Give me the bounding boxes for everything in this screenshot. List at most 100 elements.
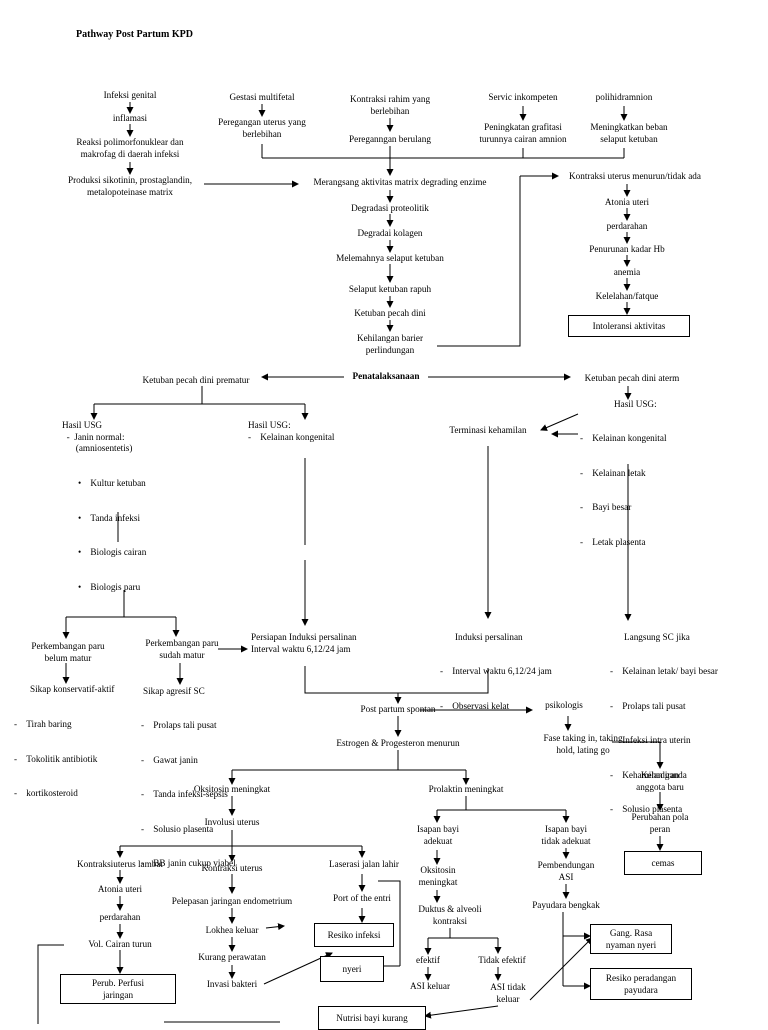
node-servic-inkompeten: Servic inkompeten [488,92,558,102]
list-item: - Tanda infeksi-sepsis [141,789,228,799]
list-sc: - Kelainan letak/ bayi besar - Prolaps t… [610,643,718,827]
node-persiapan-induksi: Persiapan Induksi persalinan Interval wa… [251,632,357,654]
node-vol-cairan-turun: Vol. Cairan turun [88,939,152,949]
node-kontraksi-uterus: Kontraksi uterus [201,863,263,873]
list-item: • Biologis cairan [78,547,147,557]
connector [304,666,489,694]
node-peningkatan-grafitasi: Peningkatan grafitasi turunnya cairan am… [479,122,567,144]
node-kpd-aterm: Ketuban pecah dini aterm [584,373,680,383]
node-produksi-sikotinin: Produksi sikotinin, prostaglandin, metal… [67,175,193,197]
node-melemahnya-selaput: Melemahnya selaput ketuban [336,253,444,263]
node-polihidramnion: polihidramnion [595,92,653,102]
node-penatalaksanaan: Penatalaksanaan [352,371,420,381]
node-peregangan-uterus: Peregangan uterus yang berlebihan [218,117,306,139]
node-kelelahan: Kelelahan/fatque [595,291,659,301]
node-involusi-uterus: Involusi uterus [204,817,260,827]
node-peregangan-berulang: Pereganngan berulang [349,134,431,144]
node-kehadiran-anggota: Kehadiran anggota baru [636,770,684,792]
list-item: - Prolaps tali pusat [141,720,217,730]
node-laserasi-jalan-lahir: Laserasi jalan lahir [329,859,399,869]
node-oksitosin-meningkat-2: Oksitosin meningkat [418,865,458,887]
list-item: - Interval waktu 6,12/24 jam [440,666,552,676]
node-paru-belum-matur: Perkembangan paru belum matur [31,641,105,663]
node-kontraksi-uterus-lambat: Kontraksiuterus lambat [77,859,163,869]
node-tidak-efektif: Tidak efektif [478,955,526,965]
node-duktus-alveoli: Duktus & alveoli kontraksi [418,904,482,926]
list-item: - Infeksi intra uterin [610,735,691,745]
list-item: - Kelainan letak/ bayi besar [610,666,718,676]
list-konservatif: - Tirah baring - Tokolitik antibiotik - … [14,696,97,811]
list-item: • Tanda infeksi [78,512,141,523]
list-item: - Observasi kelat [440,700,510,711]
node-gestasi-multifetal: Gestasi multifetal [229,92,295,102]
node-sikap-agresif: Sikap agresif SC [143,686,205,696]
arrow [540,413,579,431]
list-item: - Solusio plasenta [141,823,214,834]
node-atonia-uteri: Atonia uteri [604,197,650,207]
list-item: - Solusio plasenta [610,804,683,814]
list-item: - Letak plasenta [580,536,646,547]
node-degradai-kolagen: Degradai kolagen [357,228,423,238]
box-cemas: cemas [624,851,702,875]
node-kehilangan-barier: Kehilangan barier perlindungan [356,333,424,355]
node-isapan-tidak-adekuat: Isapan bayi tidak adekuat [541,824,591,846]
node-psikologis: psikologis [545,700,583,710]
node-post-partum-spontan: Post partum spontan [360,704,436,714]
list-item: - Gawat janin [141,754,198,765]
node-asi-keluar: ASI keluar [409,981,451,991]
box-nyeri: nyeri [320,956,384,982]
arrow [265,923,285,931]
node-kurang-perawatan: Kurang perawatan [198,952,266,962]
node-induksi-persalinan: Induksi persalinan [455,632,523,642]
node-merangsang-aktivitas: Merangsang aktivitas matrix degrading en… [313,177,487,187]
box-perub-perfusi: Perub. Perfusi jaringan [60,974,176,1004]
box-intoleransi-aktivitas: Intoleransi aktivitas [568,315,690,337]
node-selaput-rapuh: Selaput ketuban rapuh [348,284,432,294]
node-infeksi-genital: Infeksi genital [103,90,157,100]
node-usg-aterm: Hasil USG: [614,399,657,409]
list-item: - Prolaps tali pusat [610,700,686,711]
node-pembendungan-asi: Pembendungan ASI [537,860,595,882]
node-isapan-adekuat: Isapan bayi adekuat [416,824,460,846]
box-resiko-peradangan: Resiko peradangan payudara [590,968,692,1000]
arrow [424,1005,499,1019]
node-kontraksi-menurun: Kontraksi uterus menurun/tidak ada [569,171,701,181]
node-meningkatkan-beban: Meningkatkan beban selaput ketuban [590,122,668,144]
node-asi-tidak-keluar: ASI tidak keluar [490,982,526,1004]
node-fase-taking-in: Fase taking in, taking hold, lating go [543,733,623,755]
list-item: - Kelainan letak [580,467,646,478]
list-item: • Kultur ketuban [78,478,146,488]
node-langsung-sc: Langsung SC jika [624,632,690,642]
node-sikap-konservatif: Sikap konservatif-aktif [30,684,115,694]
node-usg-normal: Hasil USG - Janin normal: (amniosentetis… [62,420,133,453]
node-reaksi-polimorfonuklear: Reaksi polimorfonuklear dan makrofag di … [76,137,184,159]
node-paru-sudah-matur: Perkembangan paru sudah matur [145,638,219,660]
list-agresif: - Prolaps tali pusat - Gawat janin - Tan… [141,697,236,881]
node-atonia-uteri-2: Atonia uteri [97,884,143,894]
list-item: - Bayi besar [580,502,632,512]
node-port-of-entri: Port of the entri [333,893,391,903]
box-nutrisi-bayi: Nutrisi bayi kurang [318,1006,426,1030]
list-induksi: - Interval waktu 6,12/24 jam - Observasi… [440,643,552,724]
list-item: - Kehamilan ganda [610,769,687,780]
list-usg-aterm: - Kelainan kongenital - Kelainan letak -… [580,410,667,560]
node-oksitosin-meningkat: Oksitosin meningkat [193,784,271,794]
node-estrogen-progesteron: Estrogen & Progesteron menurun [336,738,460,748]
node-perubahan-pola-peran: Perubahan pola peran . [631,812,689,845]
node-prolaktin-meningkat: Prolaktin meningkat [428,784,504,794]
list-item: • Biologis paru [78,581,141,592]
node-usg-kelainan: Hasil USG: - Kelainan kongenital [248,420,335,442]
box-resiko-infeksi: Resiko infeksi [314,923,394,947]
node-degradasi-proteolitik: Degradasi proteolitik [351,203,429,213]
list-item: - kortikosteroid [14,788,78,798]
node-lokhea-keluar: Lokhea keluar [205,925,259,935]
page-title: Pathway Post Partum KPD [76,29,193,40]
node-terminasi-kehamilan: Terminasi kehamilan [449,425,527,435]
node-payudara-bengkak: Payudara bengkak [532,900,600,910]
node-perdarahan-2: perdarahan [99,912,141,922]
node-penurunan-hb: Penurunan kadar Hb [589,244,665,254]
list-item: - Tirah baring [14,719,72,729]
list-item: - Tokolitik antibiotik [14,753,98,764]
list-item: - BB janin cukup viabel [141,858,236,868]
